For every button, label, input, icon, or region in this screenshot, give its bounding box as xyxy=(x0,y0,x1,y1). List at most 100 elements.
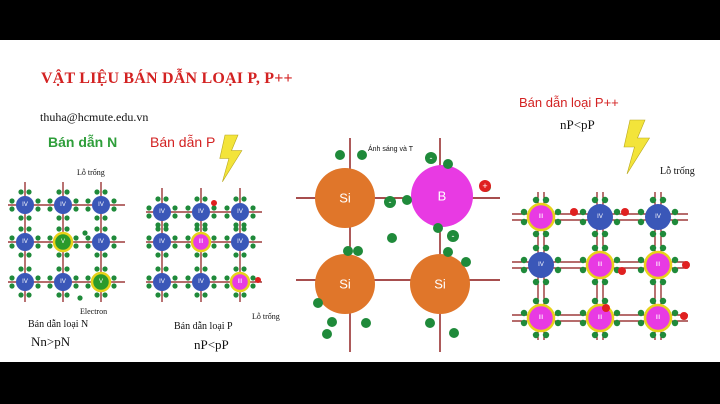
electron xyxy=(102,266,108,272)
electron xyxy=(47,283,53,289)
electron xyxy=(155,292,161,298)
electron xyxy=(554,309,562,317)
donor-atom-v-label: V xyxy=(61,239,65,245)
electron xyxy=(102,189,108,195)
electron xyxy=(591,331,599,339)
electron xyxy=(425,318,435,328)
electron xyxy=(322,329,332,339)
electron xyxy=(233,222,239,228)
hole xyxy=(570,208,578,216)
electron xyxy=(194,226,200,232)
electron xyxy=(554,256,562,264)
electron xyxy=(94,226,100,232)
electron xyxy=(202,252,208,258)
freed-electron xyxy=(425,152,437,164)
electron xyxy=(9,206,15,212)
slide-title: VẬT LIỆU BÁN DẪN LOẠI P, P++ xyxy=(41,70,293,87)
electron xyxy=(233,226,239,232)
atom-iv-label: IV xyxy=(198,209,204,215)
electron xyxy=(9,275,15,281)
hole xyxy=(211,200,217,206)
electron xyxy=(211,205,217,211)
electron xyxy=(637,266,645,274)
electron-sign: - xyxy=(389,197,392,207)
electron xyxy=(671,218,679,226)
electron xyxy=(35,198,41,204)
electron xyxy=(26,292,32,298)
electron xyxy=(637,218,645,226)
electron xyxy=(443,247,453,257)
p-type-formula: nP<pP xyxy=(194,337,229,352)
electron xyxy=(47,235,53,241)
atom-iv-label: IV xyxy=(98,202,104,208)
electron xyxy=(579,208,587,216)
electron xyxy=(73,283,79,289)
si-atom-label: Si xyxy=(339,191,351,206)
atom-iv-label: IV xyxy=(22,202,28,208)
electron xyxy=(172,283,178,289)
donor-atom-v-label: V xyxy=(99,279,103,285)
electron xyxy=(601,196,609,204)
electron xyxy=(542,244,550,252)
electron xyxy=(185,213,191,219)
acceptor-atom-iii-label: III xyxy=(597,315,602,321)
electron xyxy=(357,150,367,160)
electron xyxy=(211,275,217,281)
electron xyxy=(94,189,100,195)
electron xyxy=(73,235,79,241)
acceptor-atom-iii xyxy=(526,303,556,333)
electron xyxy=(659,244,667,252)
atom-iv xyxy=(16,196,34,214)
hole-sign: + xyxy=(482,181,487,191)
hole xyxy=(621,208,629,216)
electron xyxy=(73,275,79,281)
electron xyxy=(601,331,609,339)
electron xyxy=(155,252,161,258)
electron xyxy=(155,196,161,202)
electron xyxy=(542,278,550,286)
atom-iv-label: IV xyxy=(22,239,28,245)
boron-atom xyxy=(411,165,473,227)
electron xyxy=(94,215,100,221)
electron xyxy=(194,222,200,228)
electron xyxy=(9,243,15,249)
electron xyxy=(250,235,256,241)
electron xyxy=(649,196,657,204)
atom-iv xyxy=(54,273,72,291)
electron xyxy=(185,205,191,211)
electron xyxy=(224,235,230,241)
electron xyxy=(402,195,412,205)
electron xyxy=(111,275,117,281)
atom-iv xyxy=(645,204,671,230)
electron xyxy=(194,252,200,258)
electron xyxy=(250,283,256,289)
electron xyxy=(241,196,247,202)
si-atom xyxy=(410,254,470,314)
atom-iv-label: IV xyxy=(198,279,204,285)
electron xyxy=(163,222,169,228)
electron xyxy=(637,319,645,327)
electron xyxy=(102,252,108,258)
electron xyxy=(111,243,117,249)
electron xyxy=(163,196,169,202)
electron xyxy=(64,292,70,298)
electron xyxy=(26,189,32,195)
electron xyxy=(532,278,540,286)
donor-atom-v xyxy=(52,231,74,253)
electron xyxy=(613,218,621,226)
electron xyxy=(579,218,587,226)
electron xyxy=(613,319,621,327)
electron xyxy=(64,189,70,195)
electron xyxy=(649,297,657,305)
p-hole-label: Lỗ trống xyxy=(252,312,280,321)
electron xyxy=(102,226,108,232)
electron xyxy=(601,244,609,252)
electron xyxy=(532,244,540,252)
n-type-caption: Bán dẫn loại N xyxy=(28,319,89,330)
electron xyxy=(172,243,178,249)
electron xyxy=(9,198,15,204)
boron-atom-label: B xyxy=(438,189,447,204)
electron xyxy=(542,196,550,204)
electron xyxy=(591,230,599,238)
electron xyxy=(579,319,587,327)
